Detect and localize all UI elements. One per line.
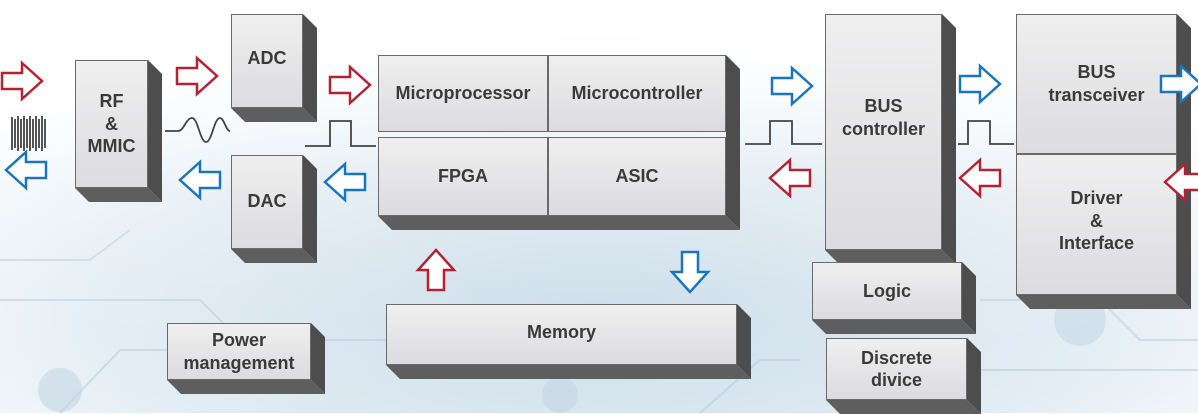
adc-to-processor-arrow <box>328 64 372 106</box>
bus-to-transceiver-arrow <box>958 63 1002 105</box>
adc-block: ADC <box>231 14 317 122</box>
logic-block: Logic <box>812 262 976 334</box>
bus-to-processor-arrow <box>768 157 812 199</box>
dac-block: DAC <box>231 155 317 263</box>
discrete-device-block: Discrete divice <box>826 338 981 414</box>
transceiver-to-bus-arrow <box>958 157 1002 199</box>
dac-label: DAC <box>231 155 303 249</box>
discrete-device-label: Discrete divice <box>826 338 967 400</box>
dac-to-rf-arrow <box>178 159 222 201</box>
processor-to-memory-arrow <box>669 250 711 294</box>
power-management-label: Power management <box>167 323 311 380</box>
bus-controller-label: BUS controller <box>825 14 942 250</box>
rf-mmic-block: RF & MMIC <box>75 60 162 202</box>
memory-to-processor-arrow <box>415 248 457 292</box>
fpga-label: FPGA <box>378 137 548 216</box>
digital-pulse-icon <box>305 120 376 147</box>
rf-to-adc-arrow <box>175 55 219 97</box>
power-management-block: Power management <box>167 323 325 394</box>
adc-label: ADC <box>231 14 303 108</box>
microcontroller-label: Microcontroller <box>548 55 726 132</box>
rf-output-arrow <box>4 149 48 191</box>
logic-label: Logic <box>812 262 962 320</box>
digital-pulse-icon <box>745 120 822 145</box>
microprocessor-label: Microprocessor <box>378 55 548 132</box>
rf-signal-burst-icon <box>11 116 46 151</box>
memory-label: Memory <box>386 304 737 365</box>
digital-pulse-icon <box>958 120 1014 145</box>
bus-transceiver-label: BUS transceiver <box>1016 14 1177 154</box>
processor-to-bus-arrow <box>770 65 814 107</box>
driver-input-arrow <box>1163 161 1198 203</box>
transceiver-output-arrow <box>1159 63 1198 105</box>
bus-controller-block: BUS controller <box>825 14 956 264</box>
processor-to-dac-arrow <box>323 161 367 203</box>
rf-input-arrow <box>0 60 44 102</box>
driver-interface-label: Driver & Interface <box>1016 154 1177 295</box>
asic-label: ASIC <box>548 137 726 216</box>
memory-block: Memory <box>386 304 751 379</box>
processor-cluster: Microprocessor Microcontroller FPGA ASIC <box>378 55 740 230</box>
analog-sine-wave-icon <box>165 117 231 143</box>
rf-mmic-label: RF & MMIC <box>75 60 148 188</box>
bus-transceiver-driver-block: BUS transceiver Driver & Interface <box>1016 14 1191 309</box>
